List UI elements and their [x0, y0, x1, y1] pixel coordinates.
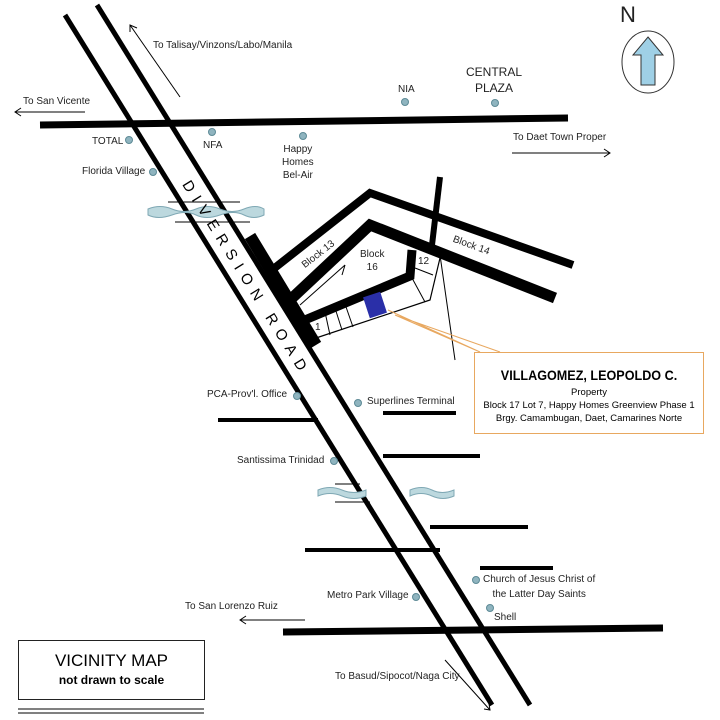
label-lot-1: 1 [315, 322, 321, 333]
legend-box: VICINITY MAP not drawn to scale [18, 640, 205, 700]
landmark-pca: PCA-Prov'l. Office [207, 389, 288, 400]
landmark-church: Church of Jesus Christ of the Latter Day… [483, 574, 596, 600]
landmark-florida-village: Florida Village [82, 166, 146, 177]
road-south [282, 624, 664, 636]
direction-basud: To Basud/Sipocot/Naga City [335, 671, 460, 682]
road-block13-outer [269, 188, 575, 274]
property-marker [363, 291, 387, 319]
lots-outline [309, 257, 441, 341]
road-block14-inner [286, 218, 558, 305]
landmark-shell: Shell [494, 612, 517, 623]
landmark-central-plaza: CENTRAL PLAZA [466, 65, 523, 95]
landmark-superlines: Superlines Terminal [367, 396, 455, 407]
road-junction-thick [244, 232, 322, 349]
diversion-road-right-edge [94, 3, 533, 707]
direction-san-vicente: To San Vicente [23, 96, 91, 107]
landmark-metro-park: Metro Park Village [327, 590, 409, 601]
diversion-road-left-edge [62, 13, 495, 707]
landmark-happy-homes: Happy Homes Bel-Air [282, 144, 314, 181]
direction-daet: To Daet Town Proper [513, 132, 607, 143]
road-vertical [429, 176, 443, 246]
road-north [39, 114, 569, 129]
landmark-nfa: NFA [203, 140, 223, 151]
direction-san-lorenzo: To San Lorenzo Ruiz [185, 601, 278, 612]
property-info-box: VILLAGOMEZ, LEOPOLDO C. Property Block 1… [474, 352, 704, 434]
river [147, 206, 455, 499]
landmark-nia: NIA [398, 84, 415, 95]
compass-north-label: N [620, 2, 636, 27]
landmark-santissima: Santissima Trinidad [237, 455, 325, 466]
label-lot-12: 12 [418, 256, 430, 267]
direction-talisay: To Talisay/Vinzons/Labo/Manila [153, 40, 293, 51]
property-address-2: Brgy. Camambugan, Daet, Camarines Norte [495, 413, 683, 424]
compass-icon [621, 30, 675, 94]
callout-pointer [387, 309, 501, 353]
owner-name: VILLAGOMEZ, LEOPOLDO C. [500, 367, 678, 383]
landmark-total: TOTAL [92, 136, 124, 147]
legend-title: VICINITY MAP [54, 651, 169, 670]
legend-subtitle: not drawn to scale [58, 673, 165, 687]
property-address-1: Block 17 Lot 7, Happy Homes Greenview Ph… [483, 400, 695, 411]
property-type: Property [571, 387, 607, 398]
label-block-16: Block 16 [360, 249, 385, 273]
block16-edge [298, 249, 417, 327]
